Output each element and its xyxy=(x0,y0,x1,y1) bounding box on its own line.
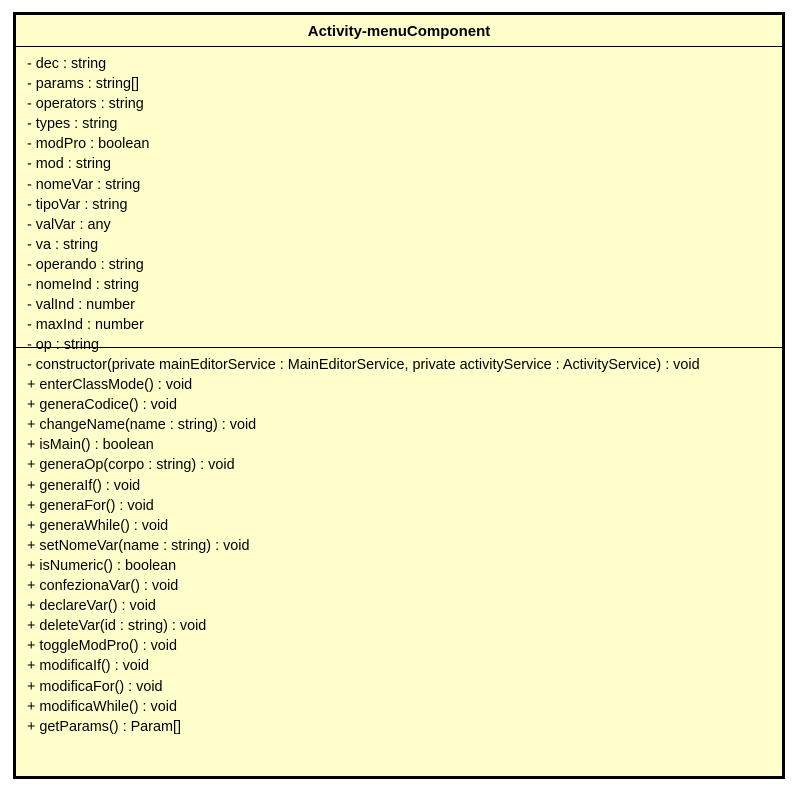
attribute: - mod : string xyxy=(27,156,111,173)
operation: + generaFor() : void xyxy=(27,497,154,514)
attribute: - nomeVar : string xyxy=(27,176,141,193)
attribute: - modPro : boolean xyxy=(27,136,150,153)
operation: + generaIf() : void xyxy=(27,477,141,494)
operation: + generaWhile() : void xyxy=(27,517,169,534)
attribute: - valVar : any xyxy=(27,216,111,233)
operation: + modificaFor() : void xyxy=(27,678,163,695)
attribute: - operators : string xyxy=(27,96,144,113)
attribute: - dec : string xyxy=(27,56,107,72)
operation: + declareVar() : void xyxy=(27,598,156,615)
attribute: - op : string xyxy=(27,337,99,354)
attribute: - valInd : number xyxy=(27,297,135,314)
operation: + getParams() : Param[] xyxy=(27,718,181,735)
attribute: - params : string[] xyxy=(27,76,139,93)
attribute: - maxInd : number xyxy=(27,317,144,334)
operation: + modificaWhile() : void xyxy=(27,698,177,715)
operation: + isMain() : boolean xyxy=(27,437,154,454)
operation: + deleteVar(id : string) : void xyxy=(27,618,207,635)
operations-compartment: - constructor(private mainEditorService … xyxy=(16,348,782,737)
operation: + changeName(name : string) : void xyxy=(27,417,257,434)
operation: - constructor(private mainEditorService … xyxy=(27,357,700,373)
attribute: - va : string xyxy=(27,236,99,253)
uml-class-box: Activity-menuComponent - dec : string - … xyxy=(13,12,785,779)
operation: + isNumeric() : boolean xyxy=(27,557,177,574)
class-name: Activity-menuComponent xyxy=(16,15,782,47)
attribute: - operando : string xyxy=(27,256,144,273)
attribute: - nomeInd : string xyxy=(27,277,139,294)
operation: + toggleModPro() : void xyxy=(27,638,177,655)
operation: + generaOp(corpo : string) : void xyxy=(27,457,235,474)
operation: + modificaIf() : void xyxy=(27,658,149,675)
operation: + confezionaVar() : void xyxy=(27,578,179,595)
attributes-compartment: - dec : string - params : string[] - ope… xyxy=(16,47,782,353)
operation: + setNomeVar(name : string) : void xyxy=(27,537,250,554)
attribute: - tipoVar : string xyxy=(27,196,128,213)
attribute: - types : string xyxy=(27,116,118,133)
operation: + enterClassMode() : void xyxy=(27,377,193,394)
operation: + generaCodice() : void xyxy=(27,397,177,414)
